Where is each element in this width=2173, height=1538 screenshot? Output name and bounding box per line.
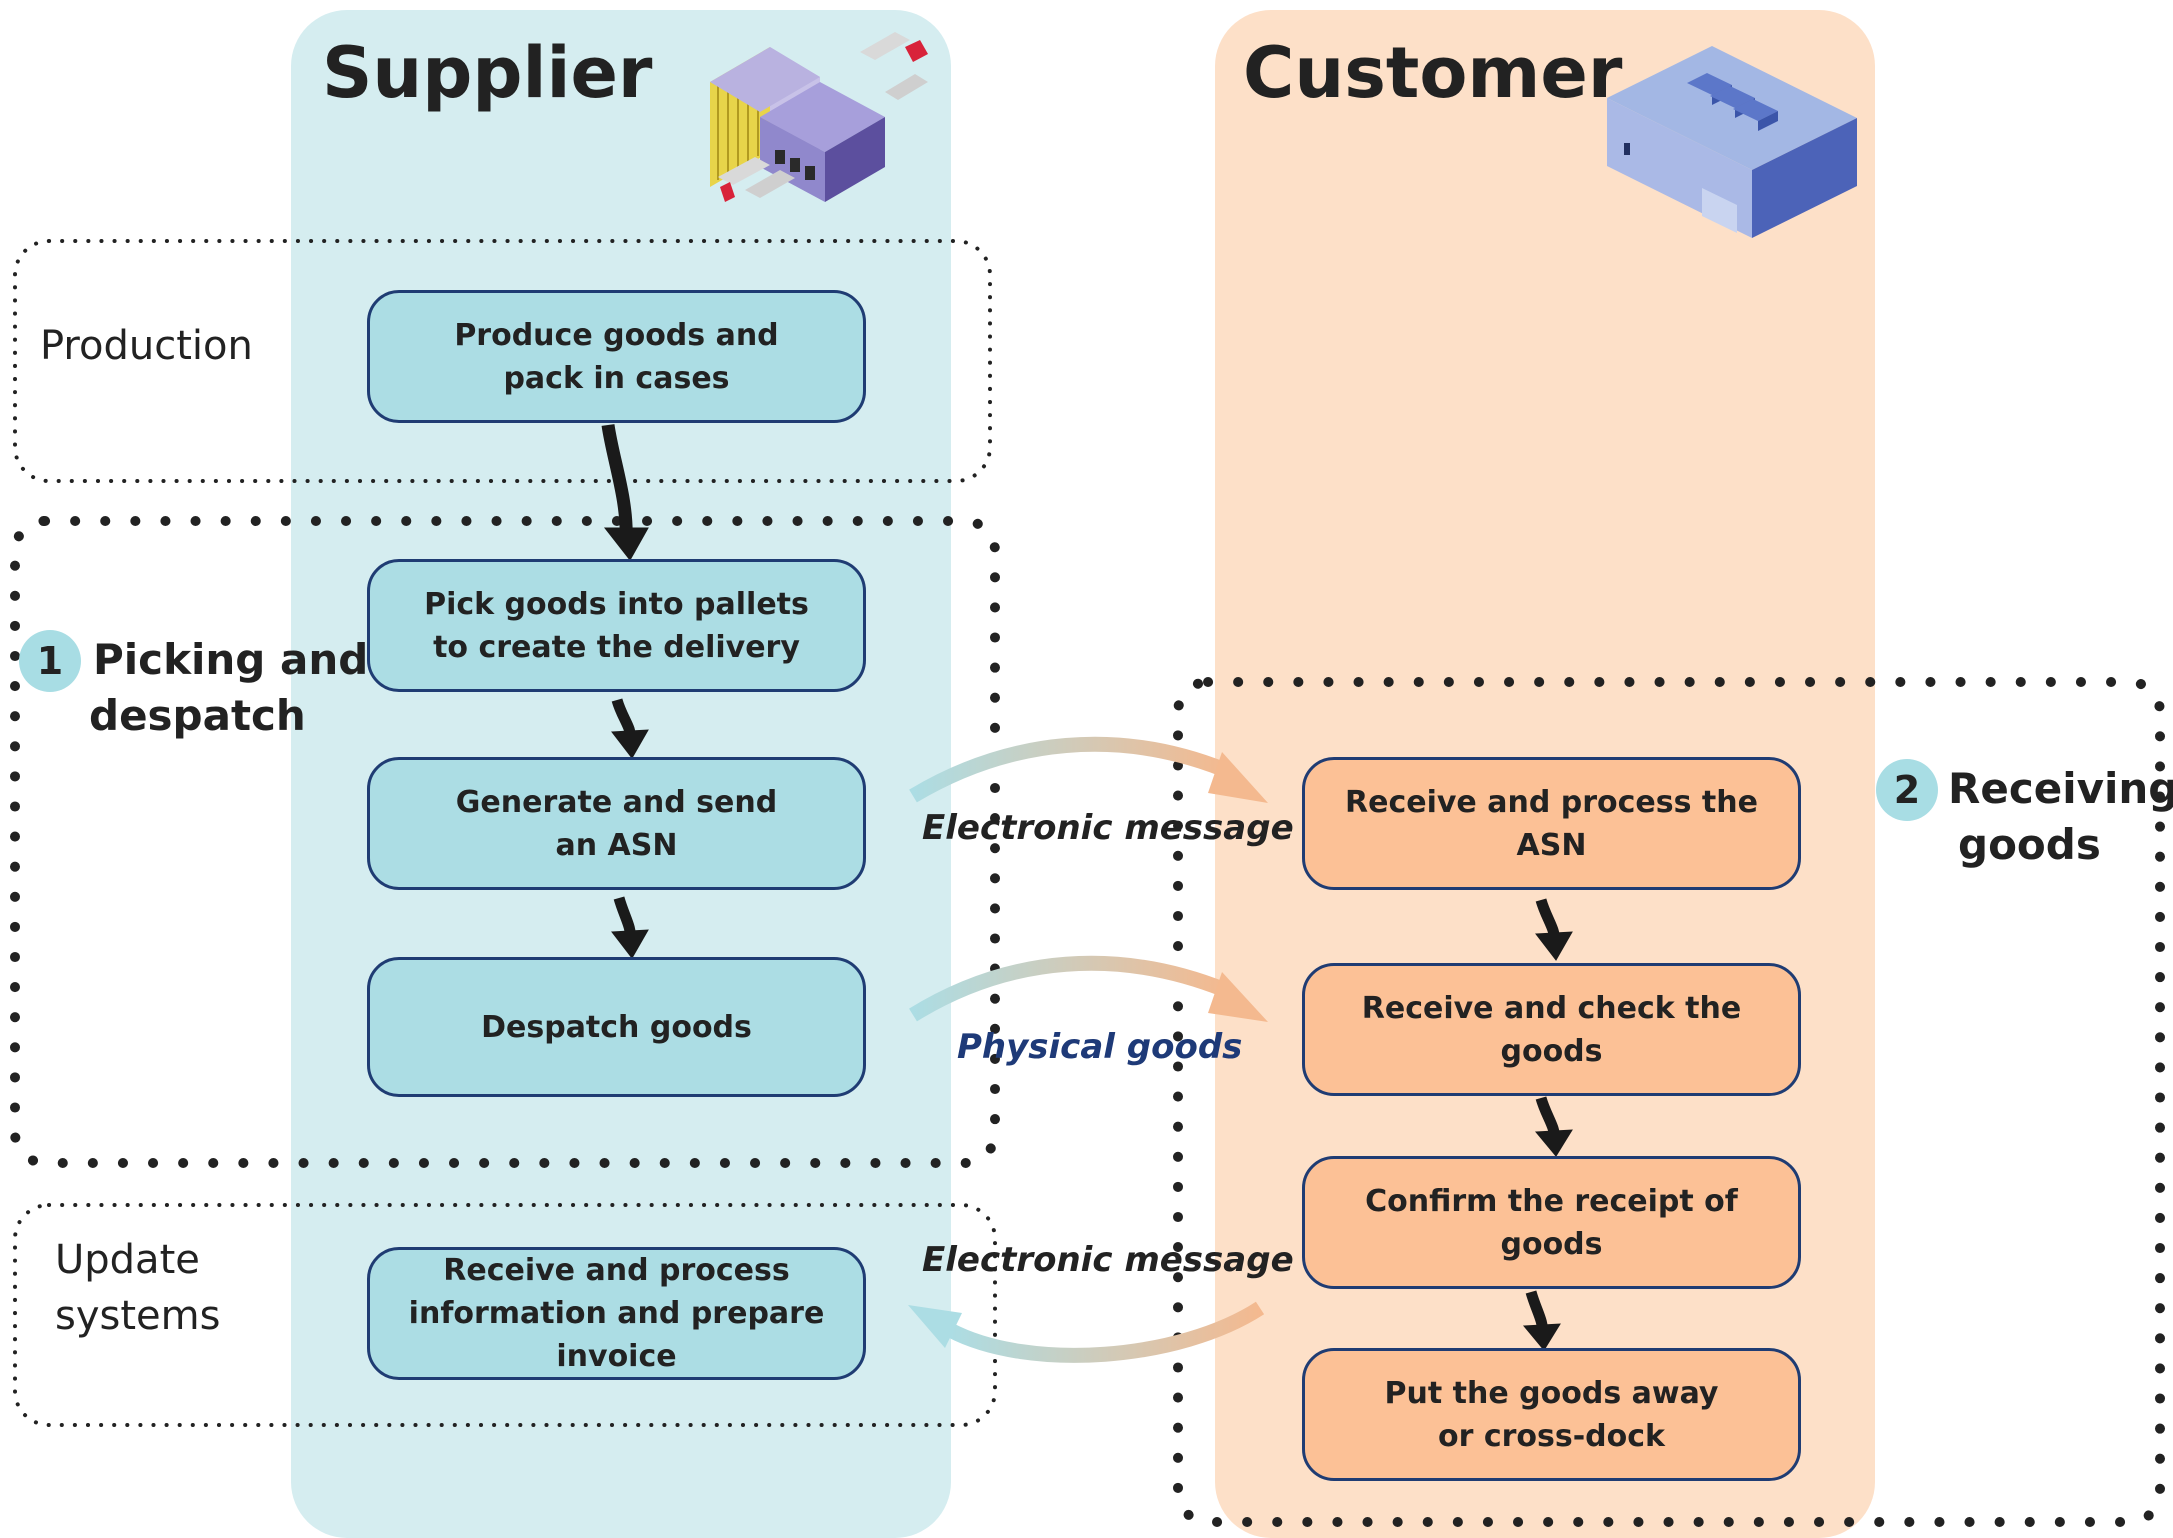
receiving-group-border	[1173, 677, 2165, 1527]
step-confirm-receipt: Confirm the receipt of goods	[1302, 1156, 1801, 1289]
production-label: Production	[40, 323, 253, 369]
step-produce-goods: Produce goods and pack in cases	[367, 290, 866, 423]
electronic-message-arrow-1	[909, 736, 1268, 803]
arrow-check-to-confirm-head	[1534, 1129, 1573, 1157]
physical-goods-label: Physical goods	[957, 1027, 1243, 1067]
step-pick-goods: Pick goods into pallets to create the de…	[367, 559, 866, 692]
step-put-away: Put the goods away or cross-dock	[1302, 1348, 1801, 1481]
factory-icon	[710, 32, 928, 202]
production-group-border	[13, 239, 992, 483]
electronic-message-label-2: Electronic message	[922, 1240, 1294, 1280]
picking-label-line2: despatch	[89, 691, 306, 740]
receiving-label-line1: Receiving	[1948, 764, 2173, 813]
arrow-confirm-to-putaway-head	[1522, 1323, 1561, 1351]
step-generate-asn: Generate and send an ASN	[367, 757, 866, 890]
update-label-line2: systems	[55, 1293, 221, 1339]
step-receive-asn: Receive and process the ASN	[1302, 757, 1801, 890]
update-label-line1: Update	[55, 1237, 200, 1283]
warehouse-icon	[1607, 46, 1857, 238]
arrow-produce-to-pick-head	[603, 527, 649, 561]
electronic-message-label-1: Electronic message	[922, 808, 1294, 848]
picking-number-badge: 1	[19, 630, 81, 692]
arrow-pick-to-asn-head	[611, 729, 649, 759]
customer-title: Customer	[1243, 32, 1623, 114]
arrow-produce-to-pick	[601, 424, 633, 541]
receiving-number-badge: 2	[1876, 759, 1938, 821]
arrow-asn-to-despatch-head	[611, 929, 649, 959]
update-group-border	[13, 1203, 997, 1427]
arrow-asn-to-check-head	[1535, 931, 1573, 961]
step-despatch-goods: Despatch goods	[367, 957, 866, 1097]
step-check-goods: Receive and check the goods	[1302, 963, 1801, 1096]
supplier-title: Supplier	[322, 32, 653, 114]
electronic-message-arrow-2	[908, 1301, 1265, 1363]
step-prepare-invoice: Receive and process information and prep…	[367, 1247, 866, 1380]
physical-goods-arrow	[909, 955, 1268, 1022]
picking-label-line1: Picking and	[93, 635, 369, 684]
receiving-label-line2: goods	[1958, 820, 2101, 869]
